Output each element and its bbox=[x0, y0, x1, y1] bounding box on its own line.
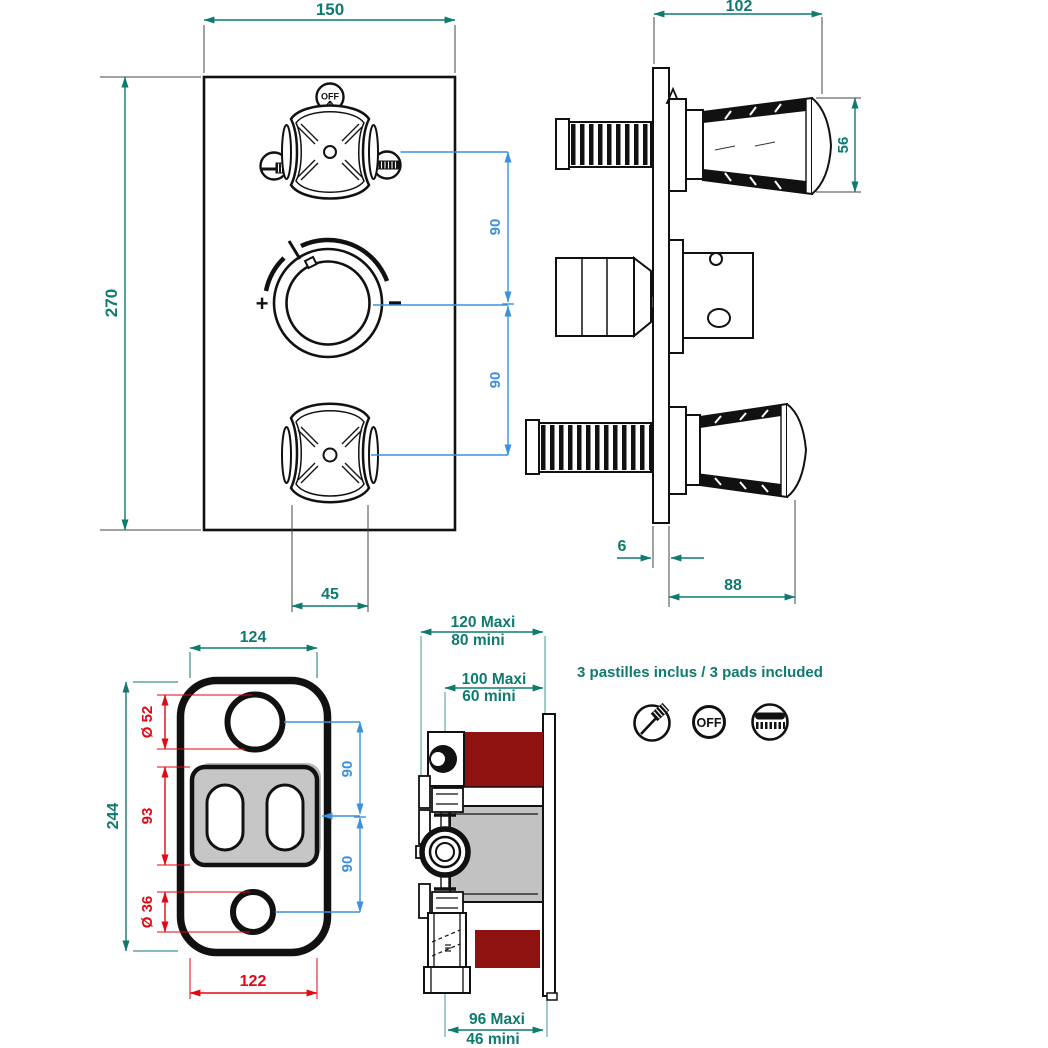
dim-projection: 88 bbox=[668, 500, 796, 604]
hand-shower-pad-front bbox=[259, 151, 289, 181]
pad-off-label: OFF bbox=[697, 716, 722, 730]
plus-label: + bbox=[256, 291, 269, 316]
dim-label-244: 244 bbox=[105, 803, 122, 830]
dim-back-width: 124 bbox=[189, 629, 318, 678]
stop-screw bbox=[707, 308, 731, 328]
pad-hand-shower bbox=[633, 702, 671, 742]
pads-note-text: 3 pastilles inclus / 3 pads included bbox=[577, 664, 823, 681]
knob-side-bottom bbox=[668, 402, 808, 499]
pad-overhead-shower bbox=[751, 703, 789, 741]
pads-note: 3 pastilles inclus / 3 pads included OFF bbox=[577, 664, 823, 742]
diverter-knob-bottom bbox=[281, 402, 379, 504]
dim-label-90-top: 90 bbox=[487, 219, 504, 236]
dim-top-hole: Ø 52 bbox=[139, 694, 252, 750]
overhead-shower-pad-front bbox=[372, 150, 402, 180]
dim-label-45: 45 bbox=[321, 586, 339, 603]
embedment-block-bottom bbox=[475, 930, 540, 968]
bottom-hole bbox=[230, 889, 276, 935]
side-view: 102 56 6 88 bbox=[525, 0, 861, 607]
hand-shower-icon bbox=[275, 162, 286, 174]
dim-label-88: 88 bbox=[724, 577, 742, 594]
dim-front-spacing bbox=[371, 151, 514, 456]
dim-depth: 102 bbox=[653, 0, 823, 94]
hand-shower-icon bbox=[650, 702, 670, 722]
off-label: OFF bbox=[321, 92, 339, 102]
plate-side bbox=[652, 67, 670, 524]
override-button bbox=[303, 255, 318, 270]
dim-front-height: 270 bbox=[100, 76, 201, 531]
dim-label-60mini: 60 mini bbox=[462, 688, 515, 705]
dim-rough-depth: 100 Maxi 60 mini bbox=[444, 671, 544, 705]
inlet-pipe-bottom bbox=[525, 419, 652, 475]
thermostat-knob: + bbox=[256, 237, 401, 359]
dim-outlet-depth: 96 Maxi 46 mini bbox=[447, 1011, 544, 1048]
dim-plate-thickness: 6 bbox=[617, 526, 704, 607]
dim-label-122: 122 bbox=[240, 973, 267, 990]
dim-label-56: 56 bbox=[835, 137, 852, 154]
dim-label-124: 124 bbox=[240, 629, 267, 646]
inlet-fitting bbox=[427, 731, 465, 787]
slot-left bbox=[205, 783, 245, 852]
dim-label-90-back-bottom: 90 bbox=[339, 856, 356, 873]
dim-front-width: 150 bbox=[203, 0, 456, 73]
front-view: 150 270 OFF bbox=[100, 0, 514, 612]
dim-bottom-hole: Ø 36 bbox=[139, 891, 250, 933]
section-view: 120 Maxi 80 mini 100 Maxi 60 mini 96 Max… bbox=[415, 614, 558, 1048]
outlet-pipe bbox=[423, 912, 471, 994]
dim-center-height: 93 bbox=[139, 766, 190, 866]
dim-label-80mini: 80 mini bbox=[451, 632, 504, 649]
dim-label-d52: Ø 52 bbox=[139, 706, 156, 739]
pad-off: OFF bbox=[692, 705, 726, 739]
dim-back-spacing bbox=[275, 721, 366, 913]
embedment-block-top bbox=[465, 732, 543, 787]
dim-label-96maxi: 96 Maxi bbox=[469, 1011, 525, 1028]
diverter-knob-top bbox=[281, 104, 379, 200]
bleed-screw bbox=[709, 252, 723, 266]
temperature-scale-arc bbox=[300, 237, 390, 282]
dim-label-93: 93 bbox=[139, 808, 156, 825]
dim-label-d36: Ø 36 bbox=[139, 896, 156, 929]
inlet-pipe-top bbox=[555, 118, 652, 170]
cartridge-side bbox=[555, 239, 754, 354]
volume-valve bbox=[415, 826, 471, 878]
dim-label-102: 102 bbox=[726, 0, 753, 15]
plate-section bbox=[542, 713, 556, 997]
top-hole bbox=[224, 691, 286, 753]
dim-label-120maxi: 120 Maxi bbox=[451, 614, 516, 631]
dim-knob-diameter: 56 bbox=[816, 97, 861, 193]
dim-total-depth: 120 Maxi 80 mini bbox=[420, 614, 544, 649]
dim-label-150: 150 bbox=[316, 0, 344, 19]
dim-knob-width: 45 bbox=[291, 505, 369, 612]
dim-label-46mini: 46 mini bbox=[466, 1031, 519, 1048]
dim-label-90-bottom: 90 bbox=[487, 372, 504, 389]
back-view: 124 244 Ø 52 93 Ø 36 bbox=[105, 629, 366, 999]
slot-right bbox=[265, 783, 305, 852]
dim-label-90-back-top: 90 bbox=[339, 761, 356, 778]
dim-label-100maxi: 100 Maxi bbox=[462, 671, 527, 688]
overhead-shower-icon bbox=[755, 712, 785, 729]
dim-label-270: 270 bbox=[102, 289, 121, 317]
knob-side-top bbox=[668, 96, 833, 196]
overhead-shower-icon bbox=[374, 160, 400, 170]
dim-label-6: 6 bbox=[618, 538, 627, 555]
dim-back-height: 244 bbox=[105, 681, 178, 952]
dim-bottom-width: 122 bbox=[189, 958, 318, 999]
